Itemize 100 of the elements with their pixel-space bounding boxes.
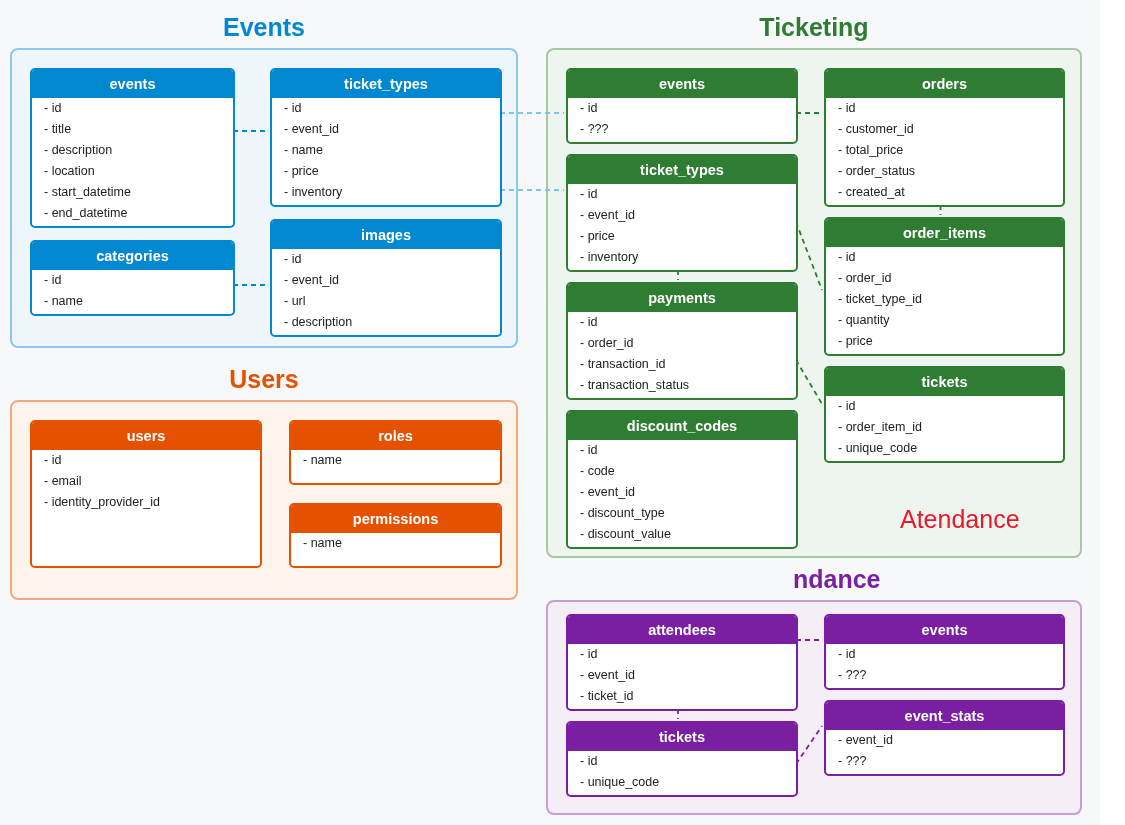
field-text: - price — [283, 163, 319, 180]
table-header: ticket_types — [568, 156, 796, 184]
table-card — [566, 410, 798, 549]
field-text: - ticket_type_id — [837, 291, 923, 308]
table-card — [824, 366, 1065, 463]
field-text: - id — [43, 452, 62, 469]
table-header: events — [568, 70, 796, 98]
relationship-line — [677, 708, 679, 720]
field-text: - unique_code — [579, 774, 660, 791]
table-header: events — [32, 70, 233, 98]
field-text: - order_id — [579, 335, 634, 352]
field-text: - event_id — [579, 667, 635, 684]
field-text: - id — [283, 100, 302, 117]
table-header: attendees — [568, 616, 796, 644]
field-text: - name — [302, 535, 342, 552]
table-card — [289, 420, 502, 485]
field-text: - id — [579, 186, 598, 203]
field-text: - id — [837, 646, 856, 663]
table-header: categories — [32, 242, 233, 270]
table-card — [566, 154, 798, 272]
field-text: - order_status — [837, 163, 916, 180]
field-text: - id — [837, 398, 856, 415]
field-text: - unique_code — [837, 440, 918, 457]
field-text: - transaction_status — [579, 377, 690, 394]
table-card — [289, 503, 502, 568]
field-text: - id — [837, 100, 856, 117]
field-text: - description — [43, 142, 113, 159]
field-text: - event_id — [579, 207, 635, 224]
group-title: ndance — [793, 564, 881, 595]
table-card — [566, 614, 798, 711]
table-header: roles — [291, 422, 500, 450]
field-text: - id — [579, 753, 598, 770]
field-text: - total_price — [837, 142, 904, 159]
field-text: - ??? — [837, 753, 867, 770]
table-header: permissions — [291, 505, 500, 533]
field-text: - price — [579, 228, 615, 245]
table-card — [30, 68, 235, 228]
field-text: - id — [837, 249, 856, 266]
field-text: - description — [283, 314, 353, 331]
table-card — [824, 217, 1065, 356]
table-card — [566, 68, 798, 144]
field-text: - end_datetime — [43, 205, 128, 222]
field-text: - id — [579, 314, 598, 331]
field-text: - identity_provider_id — [43, 494, 161, 511]
field-text: - inventory — [283, 184, 343, 201]
field-text: - id — [579, 646, 598, 663]
field-text: - discount_type — [579, 505, 665, 522]
field-text: - ??? — [579, 121, 609, 138]
field-text: - code — [579, 463, 615, 480]
table-header: order_items — [826, 219, 1063, 247]
table-card — [566, 721, 798, 797]
table-card — [824, 700, 1065, 776]
table-header: images — [272, 221, 500, 249]
group-title: Events — [223, 12, 305, 43]
field-text: - ??? — [837, 667, 867, 684]
table-card — [270, 219, 502, 337]
table-header: tickets — [568, 723, 796, 751]
field-text: - event_id — [837, 732, 893, 749]
table-card — [270, 68, 502, 207]
field-text: - event_id — [579, 484, 635, 501]
field-text: - event_id — [283, 272, 339, 289]
field-text: - created_at — [837, 184, 905, 201]
field-text: - customer_id — [837, 121, 914, 138]
field-text: - order_item_id — [837, 419, 923, 436]
field-text: - event_id — [283, 121, 339, 138]
table-header: events — [826, 616, 1063, 644]
field-text: - start_datetime — [43, 184, 131, 201]
field-text: - id — [579, 442, 598, 459]
table-card — [824, 68, 1065, 207]
field-text: - id — [283, 251, 302, 268]
table-card — [824, 614, 1065, 690]
table-header: tickets — [826, 368, 1063, 396]
field-text: - title — [43, 121, 72, 138]
field-text: - quantity — [837, 312, 890, 329]
field-text: - inventory — [579, 249, 639, 266]
relationship-line — [677, 269, 679, 281]
table-header: ticket_types — [272, 70, 500, 98]
group-title: Ticketing — [759, 12, 869, 43]
field-text: - name — [302, 452, 342, 469]
field-text: - id — [43, 272, 62, 289]
field-text: - id — [579, 100, 598, 117]
field-text: - order_id — [837, 270, 892, 287]
table-header: event_stats — [826, 702, 1063, 730]
field-text: - name — [43, 293, 83, 310]
field-text: - email — [43, 473, 82, 490]
field-text: - price — [837, 333, 873, 350]
field-text: - url — [283, 293, 306, 310]
field-text: - location — [43, 163, 95, 180]
group-title: Users — [229, 364, 299, 395]
table-header: users — [32, 422, 260, 450]
table-card — [30, 420, 262, 568]
table-header: payments — [568, 284, 796, 312]
annotation-text: Atendance — [900, 504, 1020, 535]
relationship-line — [939, 204, 942, 216]
table-card — [566, 282, 798, 400]
field-text: - id — [43, 100, 62, 117]
table-card — [30, 240, 235, 316]
field-text: - name — [283, 142, 323, 159]
field-text: - transaction_id — [579, 356, 666, 373]
table-header: discount_codes — [568, 412, 796, 440]
